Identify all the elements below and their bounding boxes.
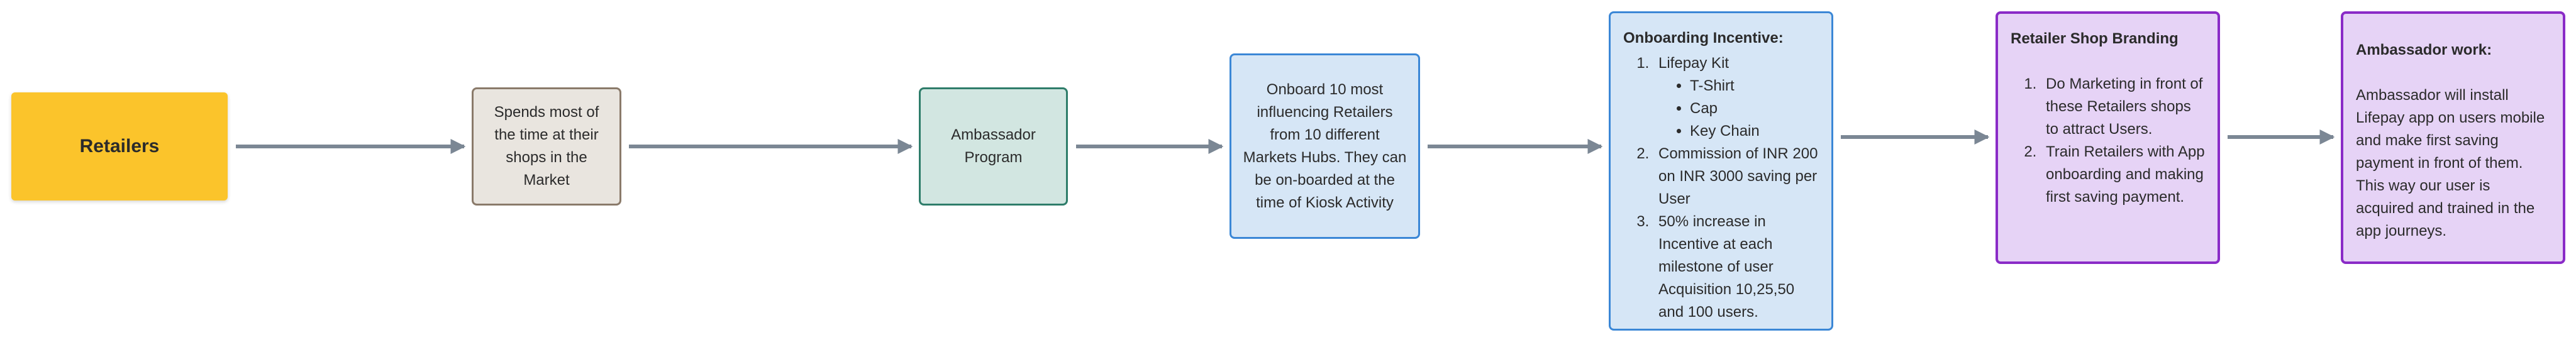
shop-branding-node: Retailer Shop Branding Do Marketing in f… xyxy=(1996,11,2220,264)
ambassador-program-label: Ambassador Program xyxy=(951,126,1036,166)
ambassador-work-title: Ambassador work: xyxy=(2356,41,2492,58)
kit-list: T-Shirt Cap Key Chain xyxy=(1658,75,1819,143)
incentive-item: Lifepay Kit T-Shirt Cap Key Chain xyxy=(1653,52,1819,143)
onboarding-incentive-title: Onboarding Incentive: xyxy=(1623,30,1784,47)
ambassador-program-node: Ambassador Program xyxy=(919,87,1068,206)
incentive-item: 50% increase in Incentive at each milest… xyxy=(1653,211,1819,324)
ambassador-work-body: Ambassador will install Lifepay app on u… xyxy=(2356,87,2545,239)
branding-item: Do Marketing in front of these Retailers… xyxy=(2041,73,2205,141)
branding-list: Do Marketing in front of these Retailers… xyxy=(2011,73,2205,209)
spends-time-label: Spends most of the time at their shops i… xyxy=(494,104,599,189)
kit-item: Key Chain xyxy=(1690,120,1819,143)
spends-time-node: Spends most of the time at their shops i… xyxy=(472,87,621,206)
incentive-item: Commission of INR 200 on INR 3000 saving… xyxy=(1653,143,1819,211)
retailers-label: Retailers xyxy=(79,136,160,157)
retailers-node: Retailers xyxy=(11,92,228,200)
onboard-retailers-label: Onboard 10 most influencing Retailers fr… xyxy=(1243,80,1407,211)
branding-item: Train Retailers with App onboarding and … xyxy=(2041,141,2205,209)
incentive-item-text: Lifepay Kit xyxy=(1658,55,1729,72)
onboard-retailers-node: Onboard 10 most influencing Retailers fr… xyxy=(1230,53,1420,239)
incentive-list: Lifepay Kit T-Shirt Cap Key Chain Commis… xyxy=(1623,52,1819,324)
onboarding-incentive-node: Onboarding Incentive: Lifepay Kit T-Shir… xyxy=(1609,11,1833,331)
kit-item: Cap xyxy=(1690,97,1819,120)
ambassador-work-node: Ambassador work: Ambassador will install… xyxy=(2341,11,2565,264)
kit-item: T-Shirt xyxy=(1690,75,1819,97)
shop-branding-title: Retailer Shop Branding xyxy=(2011,30,2179,47)
